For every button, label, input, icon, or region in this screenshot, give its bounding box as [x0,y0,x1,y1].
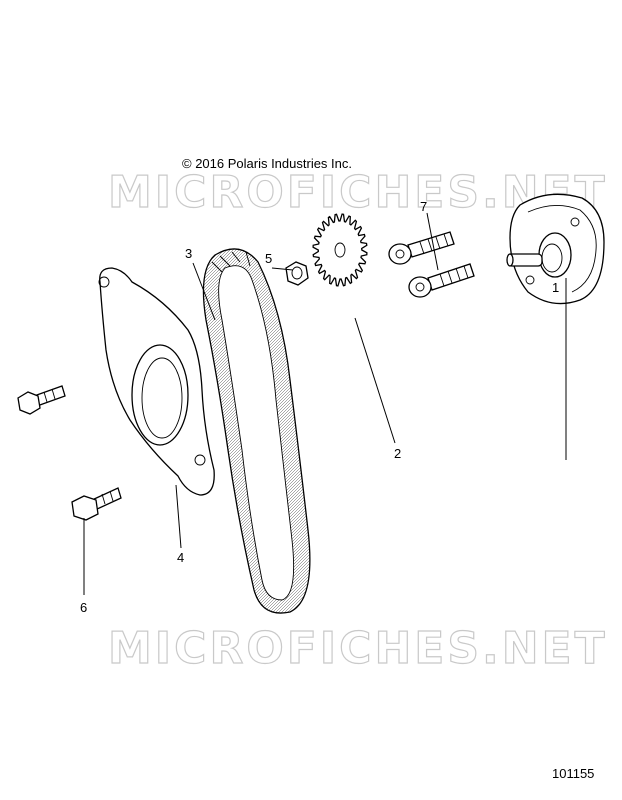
sprocket-part [312,213,368,287]
bolt-unlabeled-part [388,231,455,265]
callout-3: 3 [185,246,192,261]
copyright-text: © 2016 Polaris Industries Inc. [182,156,352,171]
callout-1: 1 [552,280,559,295]
bolt-left-part [17,385,66,415]
bolt-6-part [71,487,122,521]
callout-7: 7 [420,199,427,214]
oil-pump-part [506,193,605,305]
bolt-7-part [408,263,475,298]
callout-5: 5 [265,251,272,266]
callout-2: 2 [394,446,401,461]
callout-6: 6 [80,600,87,615]
nut-part [285,261,309,286]
watermark-bottom: MICROFICHES.NET [108,623,608,674]
chain-part [202,248,311,614]
callout-4: 4 [177,550,184,565]
figure-number: 101155 [552,766,595,781]
cover-plate-part [98,267,215,496]
leader-lines [83,212,567,595]
